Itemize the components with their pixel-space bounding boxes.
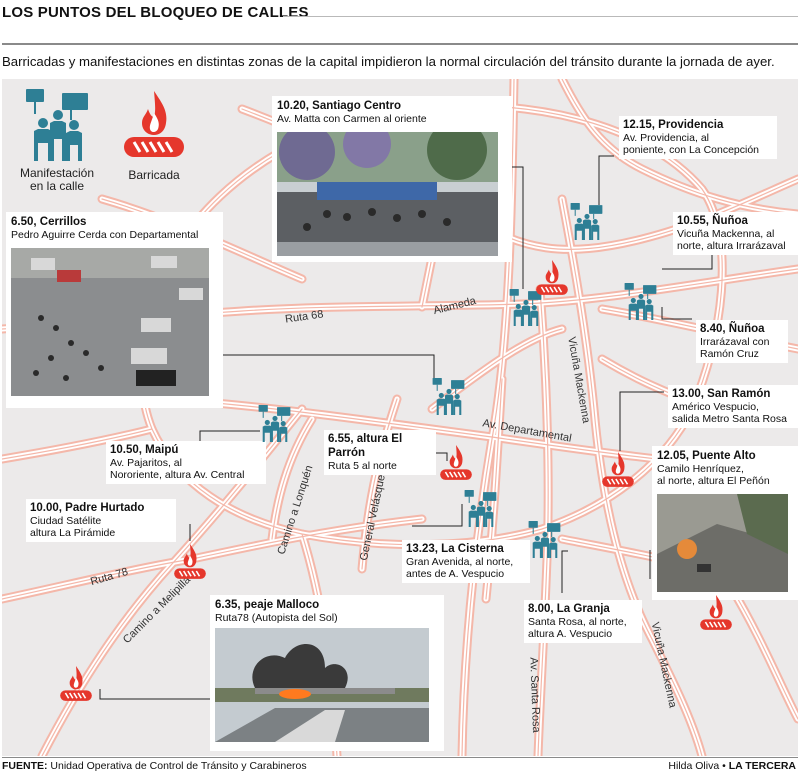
callout-desc: Gran Avenida, al norte, antes de A. Vesp…	[406, 556, 514, 580]
photo-puente-alto	[657, 494, 788, 592]
header-divider	[2, 43, 798, 45]
callout-title: 8.40, Ñuñoa	[700, 323, 765, 335]
blockade-map: Ruta 68 Alameda Av. Departamental Vicuña…	[2, 79, 798, 756]
barricade-icon-nunoa-1055	[534, 259, 570, 302]
footer-source-label: FUENTE:	[2, 760, 48, 772]
page-title: LOS PUNTOS DEL BLOQUEO DE CALLES	[2, 4, 309, 21]
protest-icon-cerrillos	[430, 376, 468, 421]
page-subtitle: Barricadas y manifestaciones en distinta…	[2, 54, 775, 69]
legend-protest-label: Manifestación en la calle	[19, 166, 95, 193]
callout-title: 12.15, Providencia	[623, 119, 724, 131]
barricade-icon-padre-hurtado	[172, 543, 208, 586]
legend-barricade-label: Barricada	[128, 168, 180, 182]
footer-divider	[2, 757, 798, 758]
callout-padre-hurtado: 10.00, Padre Hurtado Ciudad Satélite alt…	[26, 499, 176, 542]
footer-brand: LA TERCERA	[728, 760, 796, 772]
protest-icon-la-cisterna	[462, 488, 500, 533]
callout-desc: Pedro Aguirre Cerda con Departamental	[11, 229, 199, 241]
photo-malloco-fire	[215, 628, 429, 742]
callout-title: 13.23, La Cisterna	[406, 543, 504, 555]
barricade-icon-malloco	[58, 665, 94, 708]
callout-desc: Ciudad Satélite altura La Pirámide	[30, 515, 116, 539]
protest-icon-nunoa-840	[622, 281, 660, 326]
protest-icon-la-granja	[526, 519, 564, 564]
callout-title: 10.00, Padre Hurtado	[30, 502, 145, 514]
callout-nunoa-840: 8.40, Ñuñoa Irrarázaval con Ramón Cruz	[696, 320, 788, 363]
callout-desc: Vicuña Mackenna, al norte, altura Irrará…	[677, 228, 786, 252]
protest-icon-providencia	[568, 201, 606, 246]
callout-title: 6.55, altura El Parrón	[328, 433, 403, 459]
footer-credit: Hilda Oliva • LA TERCERA	[668, 760, 796, 772]
callout-cerrillos: 6.50, Cerrillos Pedro Aguirre Cerda con …	[6, 212, 223, 408]
callout-san-ramon: 13.00, San Ramón Américo Vespucio, salid…	[668, 385, 798, 428]
barricade-icon-el-parron	[438, 444, 474, 487]
callout-desc: Camilo Henríquez, al norte, altura El Pe…	[657, 463, 770, 487]
footer-author: Hilda Oliva	[668, 760, 720, 772]
protest-icon-maipu	[256, 403, 294, 448]
callout-la-granja: 8.00, La Granja Santa Rosa, al norte, al…	[524, 600, 642, 643]
callout-title: 10.55, Ñuñoa	[677, 215, 748, 227]
footer-separator: •	[722, 760, 726, 772]
callout-santiago-centro: 10.20, Santiago Centro Av. Matta con Car…	[272, 96, 512, 262]
barricade-icon-san-ramon	[600, 451, 636, 494]
callout-nunoa-1055: 10.55, Ñuñoa Vicuña Mackenna, al norte, …	[673, 212, 798, 255]
photo-cerrillos-protest	[11, 248, 209, 396]
callout-title: 10.20, Santiago Centro	[277, 100, 401, 112]
callout-title: 13.00, San Ramón	[672, 388, 771, 400]
callout-providencia: 12.15, Providencia Av. Providencia, al p…	[619, 116, 777, 159]
footer-source-text: Unidad Operativa de Control de Tránsito …	[50, 760, 307, 772]
callout-desc: Av. Providencia, al poniente, con La Con…	[623, 132, 760, 156]
callout-desc: Irrarázaval con Ramón Cruz	[700, 336, 770, 360]
legend-protest-icon	[26, 89, 88, 161]
callout-desc: Américo Vespucio, salida Metro Santa Ros…	[672, 401, 787, 425]
protest-icon-santiago-centro	[507, 287, 545, 332]
callout-title: 8.00, La Granja	[528, 603, 610, 615]
callout-desc: Santa Rosa, al norte, altura A. Vespucio	[528, 616, 627, 640]
callout-title: 10.50, Maipú	[110, 444, 179, 456]
footer-source: FUENTE: Unidad Operativa de Control de T…	[2, 760, 307, 772]
callout-title: 6.50, Cerrillos	[11, 216, 87, 228]
callout-maipu: 10.50, Maipú Av. Pajaritos, al Nororient…	[106, 441, 266, 484]
callout-desc: Ruta 5 al norte	[328, 460, 397, 472]
title-divider	[283, 16, 798, 17]
callout-title: 6.35, peaje Malloco	[215, 599, 320, 611]
callout-el-parron: 6.55, altura El Parrón Ruta 5 al norte	[324, 430, 436, 475]
legend-barricade-icon	[124, 91, 184, 157]
callout-desc: Ruta78 (Autopista del Sol)	[215, 612, 338, 624]
callout-la-cisterna: 13.23, La Cisterna Gran Avenida, al nort…	[402, 540, 530, 583]
photo-santiago-protest	[277, 132, 498, 256]
barricade-icon-puente-alto	[698, 594, 734, 637]
callout-peaje-malloco: 6.35, peaje Malloco Ruta78 (Autopista de…	[210, 595, 444, 751]
callout-desc: Av. Matta con Carmen al oriente	[277, 113, 427, 125]
callout-puente-alto: 12.05, Puente Alto Camilo Henríquez, al …	[652, 446, 798, 600]
callout-title: 12.05, Puente Alto	[657, 450, 756, 462]
callout-desc: Av. Pajaritos, al Nororiente, altura Av.…	[110, 457, 245, 481]
